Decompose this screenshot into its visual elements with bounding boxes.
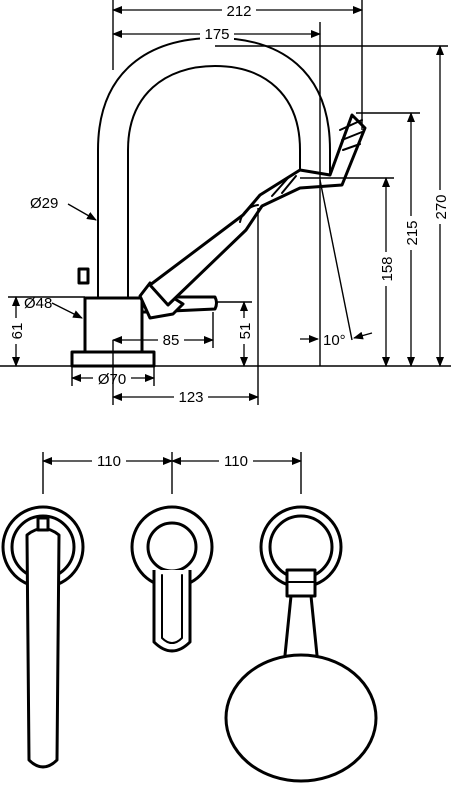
spout-top [25, 527, 61, 769]
dim-label-85: 85 [163, 332, 180, 349]
angle-arrow-right [353, 331, 373, 340]
dim-label-110-left: 110 [97, 453, 121, 470]
leader-29 [67, 203, 97, 221]
hose-connector [138, 281, 185, 320]
dim-label-angle: 10° [323, 332, 346, 349]
lever-outer [152, 570, 192, 653]
dim-label-110-right: 110 [224, 453, 248, 470]
dim-label-158: 158 [379, 256, 396, 281]
dim-label-175: 175 [204, 26, 229, 43]
dim-label-212: 212 [226, 3, 251, 20]
dim-label-270: 270 [433, 194, 450, 219]
dim-label-61: 61 [9, 323, 26, 340]
spout-inner [127, 65, 301, 299]
dim-label-29: Ø29 [30, 195, 58, 212]
nozzle-lines [339, 119, 363, 151]
angle-line [319, 179, 353, 341]
leader-48 [51, 302, 83, 319]
shower-head-top [224, 653, 378, 783]
dim-label-215: 215 [404, 220, 421, 245]
side-knob [77, 267, 90, 285]
dim-label-123: 123 [178, 389, 203, 406]
side-view: 212 175 270 215 158 10° 51 [0, 0, 451, 407]
shower-neck-curve [239, 204, 259, 223]
shower-face-line [271, 177, 289, 197]
spout-knob [36, 516, 50, 532]
dim-label-48: Ø48 [24, 295, 52, 312]
top-view: 110 110 [1, 451, 378, 783]
lever-inner [161, 574, 183, 644]
shower-face-line [281, 175, 297, 194]
handle-cap [146, 521, 198, 573]
dim-label-70: Ø70 [98, 371, 126, 388]
dim-label-51: 51 [237, 323, 254, 340]
